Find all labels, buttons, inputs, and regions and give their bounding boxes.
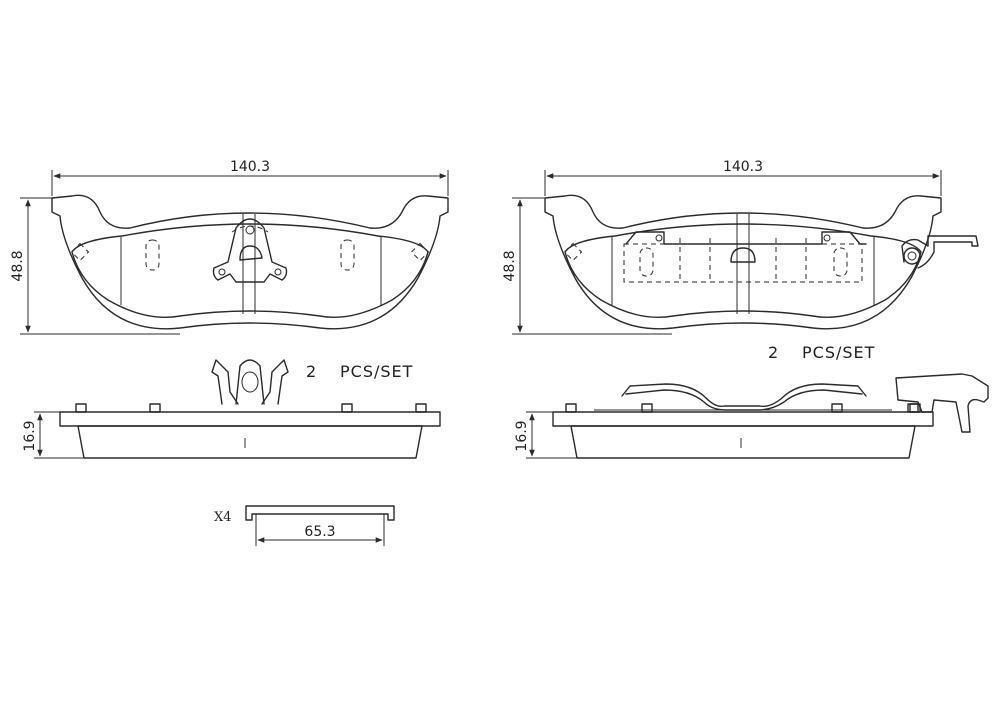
right-width-label: 140.3	[723, 159, 763, 175]
right-qty-unit: PCS/SET	[802, 343, 875, 362]
left-pad-side-view	[59, 359, 441, 459]
left-thickness-label: 16.9	[22, 420, 38, 451]
right-height-dimension	[512, 197, 672, 335]
left-thickness-dimension	[34, 411, 84, 459]
right-height-label: 48.8	[502, 250, 518, 281]
right-width-dimension	[544, 170, 942, 196]
shim-clip-part	[245, 505, 395, 546]
right-thickness-label: 16.9	[514, 420, 530, 451]
left-qty-unit: PCS/SET	[340, 362, 413, 381]
right-pad-front-view	[544, 194, 979, 330]
left-qty-number: 2	[306, 362, 317, 381]
left-height-label: 48.8	[10, 250, 26, 281]
shim-count-label: X4	[214, 510, 232, 525]
shim-length-label: 65.3	[304, 524, 335, 540]
left-width-label: 140.3	[230, 159, 270, 175]
left-height-dimension	[20, 197, 180, 335]
right-pad-side-view	[552, 373, 989, 459]
right-qty-number: 2	[768, 343, 779, 362]
right-thickness-dimension	[526, 411, 577, 459]
left-width-dimension	[51, 170, 449, 196]
left-pad-front-view	[51, 194, 449, 330]
